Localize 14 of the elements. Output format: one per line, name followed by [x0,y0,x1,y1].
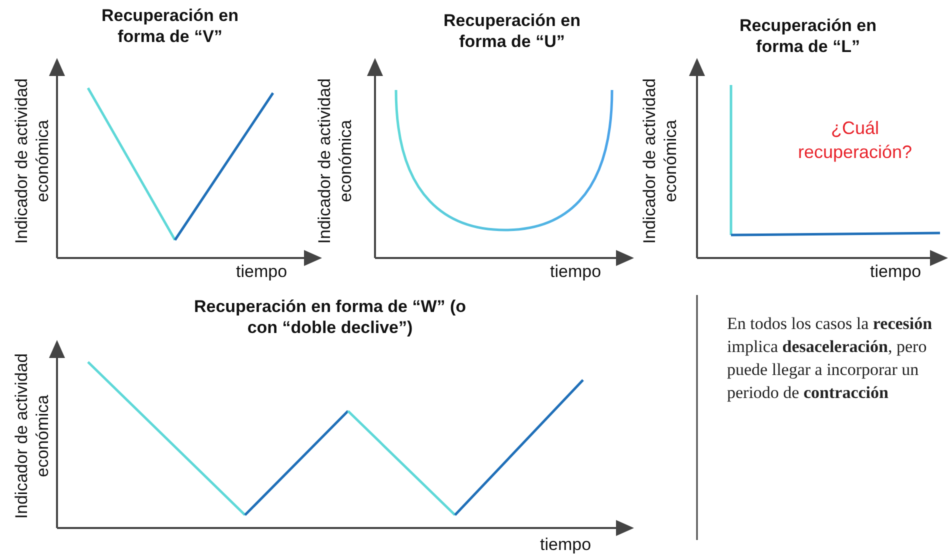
axis-label: Indicador de actividad económica [11,352,53,521]
note-text: En todos los casos la recesión implica desaceleración, pero puede llegar a incorporar un periodo de contracción [727,313,934,404]
axis-label: tiempo [236,262,288,282]
axis-label: tiempo [540,535,592,555]
chart-title: Recuperación en forma de “L” [738,15,878,57]
chart-title: Recuperación en forma de “U” [442,10,582,52]
chart-title: Recuperación en forma de “V” [100,5,240,47]
axis-label: tiempo [550,262,602,282]
axis-label: Indicador de actividad económica [314,77,356,246]
chart-title: Recuperación en forma de “W” (o con “doble declive”) [192,296,468,338]
axis-label: Indicador de actividad económica [11,77,53,246]
annotation: ¿Cuál recuperación? [796,117,914,164]
axis-label: tiempo [870,262,922,282]
axis-label: Indicador de actividad económica [639,77,681,246]
